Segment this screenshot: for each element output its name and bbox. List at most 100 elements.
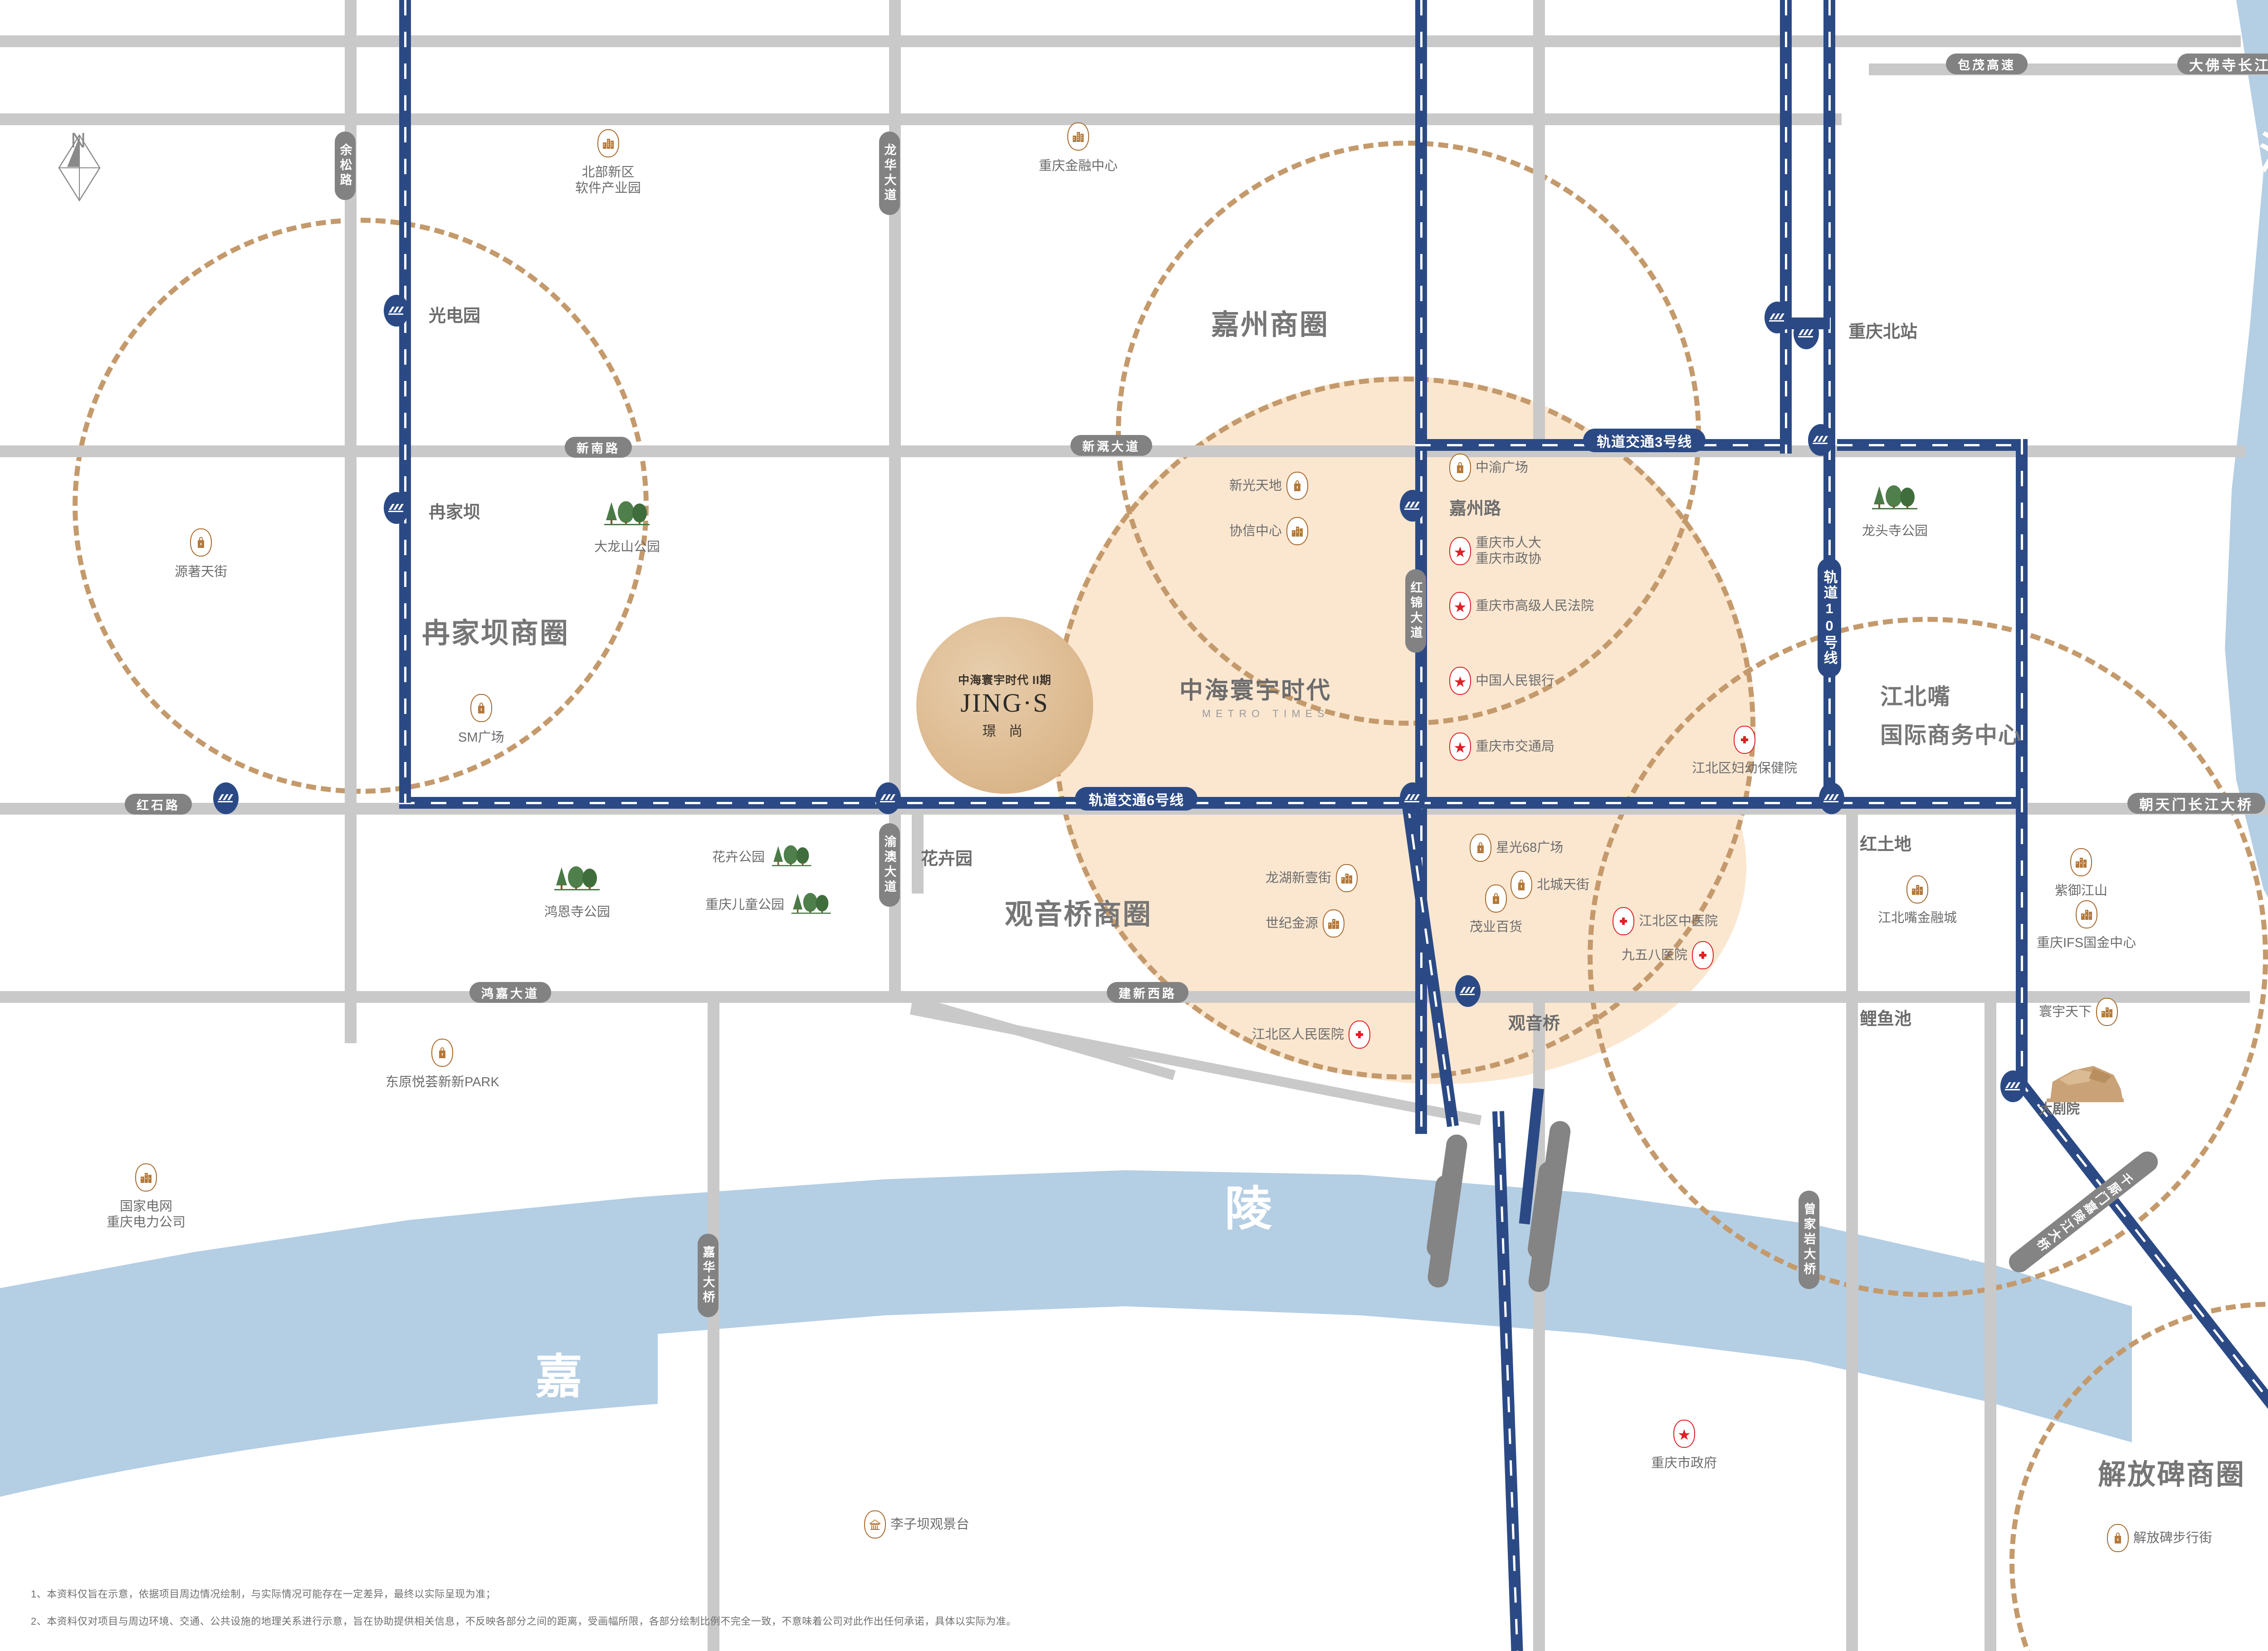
bridge-label-dafosi: 大佛寺长江大桥 xyxy=(2177,54,2268,74)
metro-line-label-10: 轨道10号线 xyxy=(1818,558,1841,678)
poi-label-dalongshan-park: 大龙山公园 xyxy=(594,540,660,554)
poi-label-fuyou-hospital: 江北区妇幼保健院 xyxy=(1692,761,1798,776)
poi-liziba-viewpoint[interactable]: 李子坝观景台 xyxy=(864,1510,969,1539)
project-site-label: 中海寰宇时代 xyxy=(1179,678,1332,704)
road-label-baomaogaosu: 包茂高速 xyxy=(1946,54,2028,74)
poi-jiefangbei-street[interactable]: 解放碑步行街 xyxy=(2107,1524,2212,1552)
poi-chongqing-financial-center[interactable]: 重庆金融中心 xyxy=(1039,122,1118,174)
ring-jiangbeizui xyxy=(1588,617,2268,1297)
poi-maoye[interactable]: 茂业百货 xyxy=(1470,884,1522,935)
bridge-label-zengjiayan: 曾家岩大桥 xyxy=(1799,1191,1819,1289)
poi-state-grid[interactable]: 国家电网重庆电力公司 xyxy=(107,1163,186,1231)
metro-line6-east-horizontal xyxy=(1837,797,2028,809)
station-guangdianyuan[interactable] xyxy=(384,295,409,327)
poi-label-ziyu-jiangshan: 紫御江山 xyxy=(2055,884,2108,898)
station-huahuiyuan[interactable] xyxy=(875,782,901,814)
hospital-cross-icon xyxy=(1613,907,1634,935)
poi-ifs[interactable]: 重庆IFS国金中心 xyxy=(2037,900,2136,951)
station-hongshilu-west[interactable] xyxy=(213,782,239,814)
poi-jiaotongju[interactable]: 重庆市交通局 xyxy=(1449,733,1554,761)
metro-core-right-edge xyxy=(2016,439,2028,802)
shopping-bag-icon xyxy=(1286,472,1309,500)
building-icon xyxy=(1286,517,1309,545)
poi-label-state-grid: 国家电网重庆电力公司 xyxy=(107,1199,186,1230)
shopping-bag-icon xyxy=(1470,834,1491,862)
red-star-icon xyxy=(1449,592,1471,620)
station-metro3-north[interactable] xyxy=(1794,318,1819,349)
poi-zhongyu-plaza[interactable]: 中渝广场 xyxy=(1449,454,1528,482)
poi-label-gaoji-fayuan: 重庆市高级人民法院 xyxy=(1476,598,1594,613)
poi-renmin-bank[interactable]: 中国人民银行 xyxy=(1449,667,1554,695)
station-liyuchi[interactable] xyxy=(1819,782,1844,814)
poi-label-longhu-xinyijie: 龙湖新壹街 xyxy=(1266,870,1332,885)
poi-gaoji-fayuan[interactable]: 重庆市高级人民法院 xyxy=(1449,592,1594,620)
poi-label-dongyuan-park: 东原悦荟新新PARK xyxy=(386,1075,499,1089)
project-logo-cn: 璟 尚 xyxy=(982,723,1027,739)
project-logo[interactable]: 中海寰宇时代 II期 JING·S 璟 尚 xyxy=(916,617,1093,794)
poi-label-renda-zhengxie: 重庆市人大重庆市政协 xyxy=(1476,536,1542,567)
poi-sm-plaza[interactable]: SM广场 xyxy=(458,694,504,746)
poi-zhongyiyuan[interactable]: 江北区中医院 xyxy=(1613,907,1718,935)
poi-fuyou-hospital[interactable]: 江北区妇幼保健院 xyxy=(1692,726,1797,777)
building-icon xyxy=(1336,864,1358,892)
poi-longtousi-park[interactable]: 龙头寺公园 xyxy=(1862,481,1928,539)
road-label-yusonglu: 余松路 xyxy=(335,132,356,200)
river-label-jialing-jia: 嘉 xyxy=(535,1351,585,1403)
poi-xinguang-tiandi[interactable]: 新光天地 xyxy=(1229,472,1309,500)
poi-label-renmin-hospital: 江北区人民医院 xyxy=(1252,1027,1344,1042)
building-icon xyxy=(1323,909,1345,938)
shopping-bag-icon xyxy=(431,1039,454,1067)
poi-jiangbeizui-financial-city[interactable]: 江北嘴金融城 xyxy=(1878,875,1957,926)
poi-xiexin-center[interactable]: 协信中心 xyxy=(1229,517,1309,545)
poi-huahui-park[interactable]: 花卉公园 xyxy=(712,841,815,874)
poi-label-hongensi-park: 鸿恩寺公园 xyxy=(544,905,611,919)
district-label-jiefangbei: 解放碑商圈 xyxy=(2098,1459,2246,1490)
station-label-guangdianyuan: 光电园 xyxy=(429,307,481,326)
poi-beicheng-tianjie[interactable]: 北城天街 xyxy=(1510,871,1589,899)
district-label-guanyinqiao: 观音桥商圈 xyxy=(1005,899,1153,930)
road-label-xingaidadao: 新溉大道 xyxy=(1070,435,1152,456)
poi-jiuwuba-hospital[interactable]: 九五八医院 xyxy=(1622,941,1714,969)
poi-label-ertong-park: 重庆儿童公园 xyxy=(705,898,785,913)
poi-label-jiuwuba-hospital: 九五八医院 xyxy=(1622,948,1688,962)
station-line6-junction[interactable] xyxy=(1400,782,1425,814)
poi-yuanzhu-tianjie[interactable]: 源著天街 xyxy=(175,528,227,580)
station-line10-junction[interactable] xyxy=(1808,424,1833,456)
poi-city-government[interactable]: 重庆市政府 xyxy=(1651,1420,1717,1471)
station-label-ranjiaba: 冉家坝 xyxy=(429,503,481,522)
poi-hongensi-park[interactable]: 鸿恩寺公园 xyxy=(544,862,610,920)
poi-ertong-park[interactable]: 重庆儿童公园 xyxy=(705,889,834,921)
poi-longhu-xinyijie[interactable]: 龙湖新壹街 xyxy=(1266,864,1358,892)
poi-label-jiaotongju: 重庆市交通局 xyxy=(1476,739,1555,754)
district-label-jiangbeizui-1: 江北嘴 xyxy=(1880,684,1951,709)
temple-icon xyxy=(864,1510,886,1539)
trees-icon xyxy=(789,889,834,921)
red-star-icon xyxy=(1449,667,1471,695)
station-ranjiaba[interactable] xyxy=(384,492,409,524)
jialing-river-shape xyxy=(0,1170,2132,1442)
shopping-bag-icon xyxy=(1485,884,1507,913)
station-jiazhoulu[interactable] xyxy=(1400,490,1425,522)
poi-label-sm-plaza: SM广场 xyxy=(458,730,504,745)
station-chongqingbeizhan[interactable] xyxy=(1765,302,1790,333)
poi-dalongshan-park[interactable]: 大龙山公园 xyxy=(594,497,660,555)
station-dajuyuan[interactable] xyxy=(2000,1070,2026,1102)
station-guanyinqiao[interactable] xyxy=(1455,975,1481,1007)
poi-ziyu-jiangshan[interactable]: 紫御江山 xyxy=(2055,848,2107,899)
poi-renmin-hospital[interactable]: 江北区人民医院 xyxy=(1252,1021,1371,1049)
poi-beibuxinqu[interactable]: 北部新区软件产业园 xyxy=(575,129,641,197)
road-v-jiahua xyxy=(708,991,719,1651)
road-label-longhuadadao: 龙华大道 xyxy=(879,132,900,215)
road-v-zengjiayan xyxy=(1846,803,1858,1651)
poi-label-maoye: 茂业百货 xyxy=(1470,920,1523,934)
station-label-hongtudi: 红土地 xyxy=(1860,835,1912,854)
poi-xingguang68[interactable]: 星光68广场 xyxy=(1470,834,1563,862)
road-label-jianxinxilu: 建新西路 xyxy=(1107,982,1188,1003)
poi-label-liziba-viewpoint: 李子坝观景台 xyxy=(890,1517,970,1532)
building-icon xyxy=(2096,998,2118,1026)
poi-dongyuan-park[interactable]: 东原悦荟新新PARK xyxy=(386,1039,499,1090)
compass-north-label: N xyxy=(71,128,86,152)
poi-shiji-jinyuan[interactable]: 世纪金源 xyxy=(1266,909,1345,938)
poi-huanyu-tianxia[interactable]: 寰宇天下 xyxy=(2039,998,2118,1026)
poi-renda-zhengxie[interactable]: 重庆市人大重庆市政协 xyxy=(1449,535,1541,567)
